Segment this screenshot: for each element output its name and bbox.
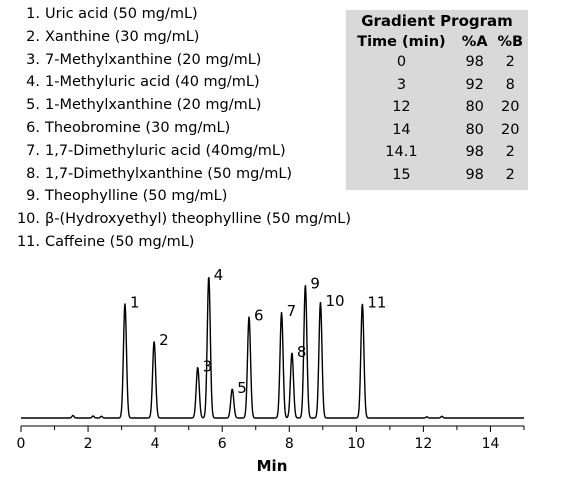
x-tick-label: 8 bbox=[285, 436, 294, 452]
peak-list-item: 7. 1,7-Dimethyluric acid (40mg/mL) bbox=[0, 143, 286, 159]
peak-list-item: 10. β-(Hydroxyethyl) theophylline (50 mg/… bbox=[0, 211, 351, 227]
gradient-a-cell: 80 bbox=[465, 121, 484, 138]
peak-list-number: 5. bbox=[26, 97, 40, 114]
gradient-row: 14.1 98 2 bbox=[346, 141, 528, 164]
peak-list-compound: 1,7-Dimethyluric acid (40mg/mL) bbox=[45, 142, 286, 159]
gradient-header-b: %B bbox=[497, 34, 524, 50]
peak-list-number: 6. bbox=[26, 120, 40, 136]
gradient-row: 3 92 8 bbox=[346, 74, 528, 97]
x-tick-label: 6 bbox=[218, 436, 227, 452]
peak-label: 6 bbox=[254, 307, 264, 325]
peak-label: 5 bbox=[237, 379, 247, 397]
peak-list-compound: Uric acid (50 mg/mL) bbox=[45, 6, 198, 22]
gradient-time-cell: 3 bbox=[396, 76, 407, 93]
x-tick-label: 12 bbox=[414, 436, 432, 452]
peak-list-number: 4. bbox=[26, 74, 40, 91]
peak-list-number: 11. bbox=[16, 234, 40, 250]
gradient-row: 14 80 20 bbox=[346, 119, 528, 142]
gradient-a-cell: 80 bbox=[465, 99, 484, 116]
peak-list-compound: 1,7-Dimethylxanthine (50 mg/mL) bbox=[45, 165, 293, 182]
peak-list-number: 3. bbox=[26, 51, 40, 68]
gradient-row: 0 98 2 bbox=[346, 51, 528, 74]
peak-label: 2 bbox=[159, 331, 169, 349]
gradient-header-a: %A bbox=[461, 34, 488, 50]
gradient-time-cell: 12 bbox=[392, 99, 411, 116]
peak-list-number: 2. bbox=[26, 28, 40, 45]
gradient-program-title: Gradient Program bbox=[361, 12, 513, 30]
peak-list-number: 1. bbox=[26, 6, 40, 22]
x-tick-label: 4 bbox=[151, 436, 160, 452]
peak-list-compound: Theophylline (50 mg/mL) bbox=[45, 188, 228, 205]
gradient-header-row: Time (min) %A %B bbox=[346, 33, 528, 51]
peak-list-item: 4. 1-Methyluric acid (40 mg/mL) bbox=[0, 74, 260, 91]
chromatogram-trace bbox=[21, 277, 524, 419]
peak-list-item: 3. 7-Methylxanthine (20 mg/mL) bbox=[0, 52, 261, 68]
gradient-program-box: Gradient Program Time (min) %A %B 0 98 2 3 9… bbox=[346, 10, 528, 190]
gradient-row: 12 80 20 bbox=[346, 96, 528, 119]
peak-list-item: 9. Theophylline (50 mg/mL) bbox=[0, 188, 227, 204]
peak-list-compound: 1-Methylxanthine (20 mg/mL) bbox=[45, 97, 262, 114]
peak-list-number: 7. bbox=[26, 142, 40, 159]
peak-label: 10 bbox=[326, 292, 345, 310]
peak-list-compound: Theobromine (30 mg/mL) bbox=[45, 120, 231, 136]
x-tick-label: 2 bbox=[84, 436, 93, 452]
gradient-program-table: Gradient Program Time (min) %A %B 0 98 2 3 9… bbox=[346, 10, 528, 186]
peak-label: 4 bbox=[214, 266, 224, 284]
x-tick-label: 14 bbox=[482, 436, 500, 452]
peak-label: 7 bbox=[287, 302, 297, 320]
peak-label: 3 bbox=[203, 357, 213, 375]
gradient-row: 15 98 2 bbox=[346, 164, 528, 187]
gradient-a-cell: 92 bbox=[465, 76, 484, 93]
peak-label: 1 bbox=[130, 293, 140, 311]
peak-list-number: 8. bbox=[26, 165, 40, 182]
gradient-b-cell: 20 bbox=[501, 99, 520, 116]
peak-label: 8 bbox=[297, 343, 307, 361]
gradient-time-cell: 14 bbox=[392, 121, 411, 138]
gradient-b-cell: 2 bbox=[505, 144, 515, 161]
peak-list-number: 10. bbox=[16, 211, 40, 228]
peak-list-compound: Xanthine (30 mg/mL) bbox=[45, 28, 200, 45]
peak-label: 11 bbox=[367, 293, 386, 311]
gradient-a-cell: 98 bbox=[465, 166, 484, 183]
gradient-a-cell: 98 bbox=[465, 144, 484, 161]
peak-list-item: 1. Uric acid (50 mg/mL) bbox=[0, 6, 198, 22]
x-tick-label: 0 bbox=[17, 436, 26, 452]
gradient-a-cell: 98 bbox=[465, 54, 484, 71]
peak-list-item: 6. Theobromine (30 mg/mL) bbox=[0, 120, 230, 136]
peak-list-item: 5. 1-Methylxanthine (20 mg/mL) bbox=[0, 97, 261, 113]
peak-list-number: 9. bbox=[26, 188, 40, 205]
peak-list-item: 8. 1,7-Dimethylxanthine (50 mg/mL) bbox=[0, 166, 292, 182]
gradient-b-cell: 2 bbox=[505, 54, 515, 71]
peak-list-item: 2. Xanthine (30 mg/mL) bbox=[0, 29, 199, 45]
gradient-b-cell: 2 bbox=[505, 166, 515, 183]
gradient-time-cell: 0 bbox=[396, 54, 407, 71]
gradient-b-cell: 8 bbox=[505, 76, 515, 93]
peak-list-compound: β-(Hydroxyethyl) theophylline (50 mg/mL) bbox=[45, 211, 351, 228]
peak-list-compound: Caffeine (50 mg/mL) bbox=[45, 234, 195, 250]
x-tick-label: 10 bbox=[347, 436, 365, 452]
x-axis-label: Min bbox=[257, 457, 288, 475]
gradient-header-time: Time (min) bbox=[357, 34, 446, 50]
peak-label: 9 bbox=[310, 275, 320, 293]
gradient-time-cell: 15 bbox=[392, 166, 411, 183]
gradient-time-cell: 14.1 bbox=[385, 144, 418, 161]
peak-list-compound: 7-Methylxanthine (20 mg/mL) bbox=[45, 51, 262, 68]
peak-list-item: 11. Caffeine (50 mg/mL) bbox=[0, 234, 195, 250]
peak-list-compound: 1-Methyluric acid (40 mg/mL) bbox=[45, 74, 260, 91]
gradient-b-cell: 20 bbox=[501, 121, 520, 138]
gradient-body: 0 98 2 3 92 8 12 80 20 14 80 20 14.1 98 2 15 98 2 bbox=[346, 51, 528, 186]
